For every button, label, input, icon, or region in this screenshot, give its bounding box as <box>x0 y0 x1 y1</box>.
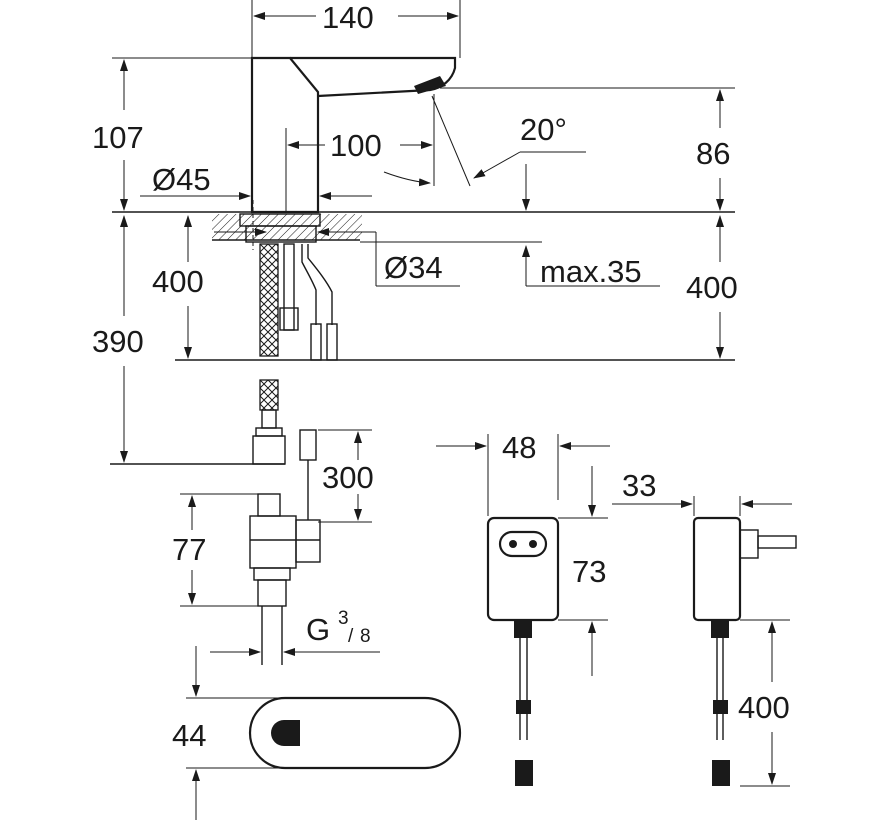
adapter-body-front <box>486 516 560 622</box>
dim-thread-base: G <box>306 612 330 647</box>
mounting-nut <box>245 225 317 243</box>
socket-pin-left <box>509 540 517 548</box>
spout-outlet <box>414 76 446 94</box>
socket-pin-right <box>529 540 537 548</box>
deck-hatch <box>212 214 362 240</box>
rod-nut <box>279 307 299 331</box>
dim-adapter-depth: 33 <box>622 468 656 503</box>
dim-faucet-width: 140 <box>322 0 374 35</box>
hose-fitting-collar <box>255 427 283 437</box>
sensor-top-view <box>248 696 462 770</box>
faucet-side-view <box>112 56 735 361</box>
power-adapter-front <box>486 516 560 786</box>
valve-top-fitting <box>257 493 281 517</box>
dim-adapter-width: 48 <box>502 430 536 465</box>
dim-faucet-height: 107 <box>92 120 144 155</box>
dim-adapter-cable-length: 400 <box>738 690 790 725</box>
adapter-side-cable-break <box>713 700 728 714</box>
adapter-side-plug-end <box>712 760 730 786</box>
dim-thread-numerator: 3 <box>338 608 349 629</box>
cable-2 <box>307 244 333 325</box>
hose-fitting-neck <box>261 409 277 429</box>
adapter-plug-end <box>515 760 533 786</box>
dim-max-deck-thickness: max.35 <box>540 254 642 289</box>
dim-spout-projection: 100 <box>330 128 382 163</box>
hose-lower <box>110 379 317 520</box>
faucet-body <box>250 56 320 214</box>
cable-connector-2 <box>326 323 338 361</box>
hose-fitting-nut <box>252 435 286 465</box>
dimension-lines <box>112 0 792 820</box>
adapter-body-side <box>692 516 742 622</box>
adapter-plug-base <box>739 529 759 559</box>
adapter-cable-break <box>516 700 531 714</box>
cable-plug <box>299 429 317 461</box>
dim-thread-denominator: 8 <box>360 626 371 647</box>
adapter-plug-pin <box>757 535 797 549</box>
power-adapter-side <box>692 516 797 786</box>
cable-connector-1 <box>310 323 322 361</box>
valve-bottom-nut <box>253 567 291 581</box>
dim-cable-length: 300 <box>322 460 374 495</box>
adapter-socket <box>498 530 548 558</box>
sensor-eye <box>271 720 300 746</box>
dim-body-diameter: Ø45 <box>152 162 211 197</box>
dim-spout-height: 86 <box>696 136 730 171</box>
dim-adapter-height: 73 <box>572 554 606 589</box>
valve-outlet <box>257 579 287 607</box>
dim-hose-length-right: 400 <box>686 270 738 305</box>
dim-hose-length-left: 400 <box>152 264 204 299</box>
threaded-rod <box>283 243 295 331</box>
valve-solenoid <box>295 519 321 563</box>
braided-hose-lower <box>259 379 279 411</box>
dim-total-hose-length: 390 <box>92 324 144 359</box>
dim-sensor-height: 44 <box>172 718 206 753</box>
valve-body <box>249 515 297 569</box>
dim-sensor-angle: 20° <box>520 112 567 147</box>
dim-valve-height: 77 <box>172 532 206 567</box>
adapter-strain-relief <box>514 620 532 638</box>
solenoid-valve <box>249 493 321 665</box>
dim-thread-slash: / <box>348 626 354 647</box>
adapter-side-strain-relief <box>711 620 729 638</box>
sensor-outline <box>248 696 462 770</box>
dim-hole-diameter: Ø34 <box>384 250 443 285</box>
cable-1 <box>301 244 317 325</box>
braided-hose-upper <box>259 243 279 357</box>
